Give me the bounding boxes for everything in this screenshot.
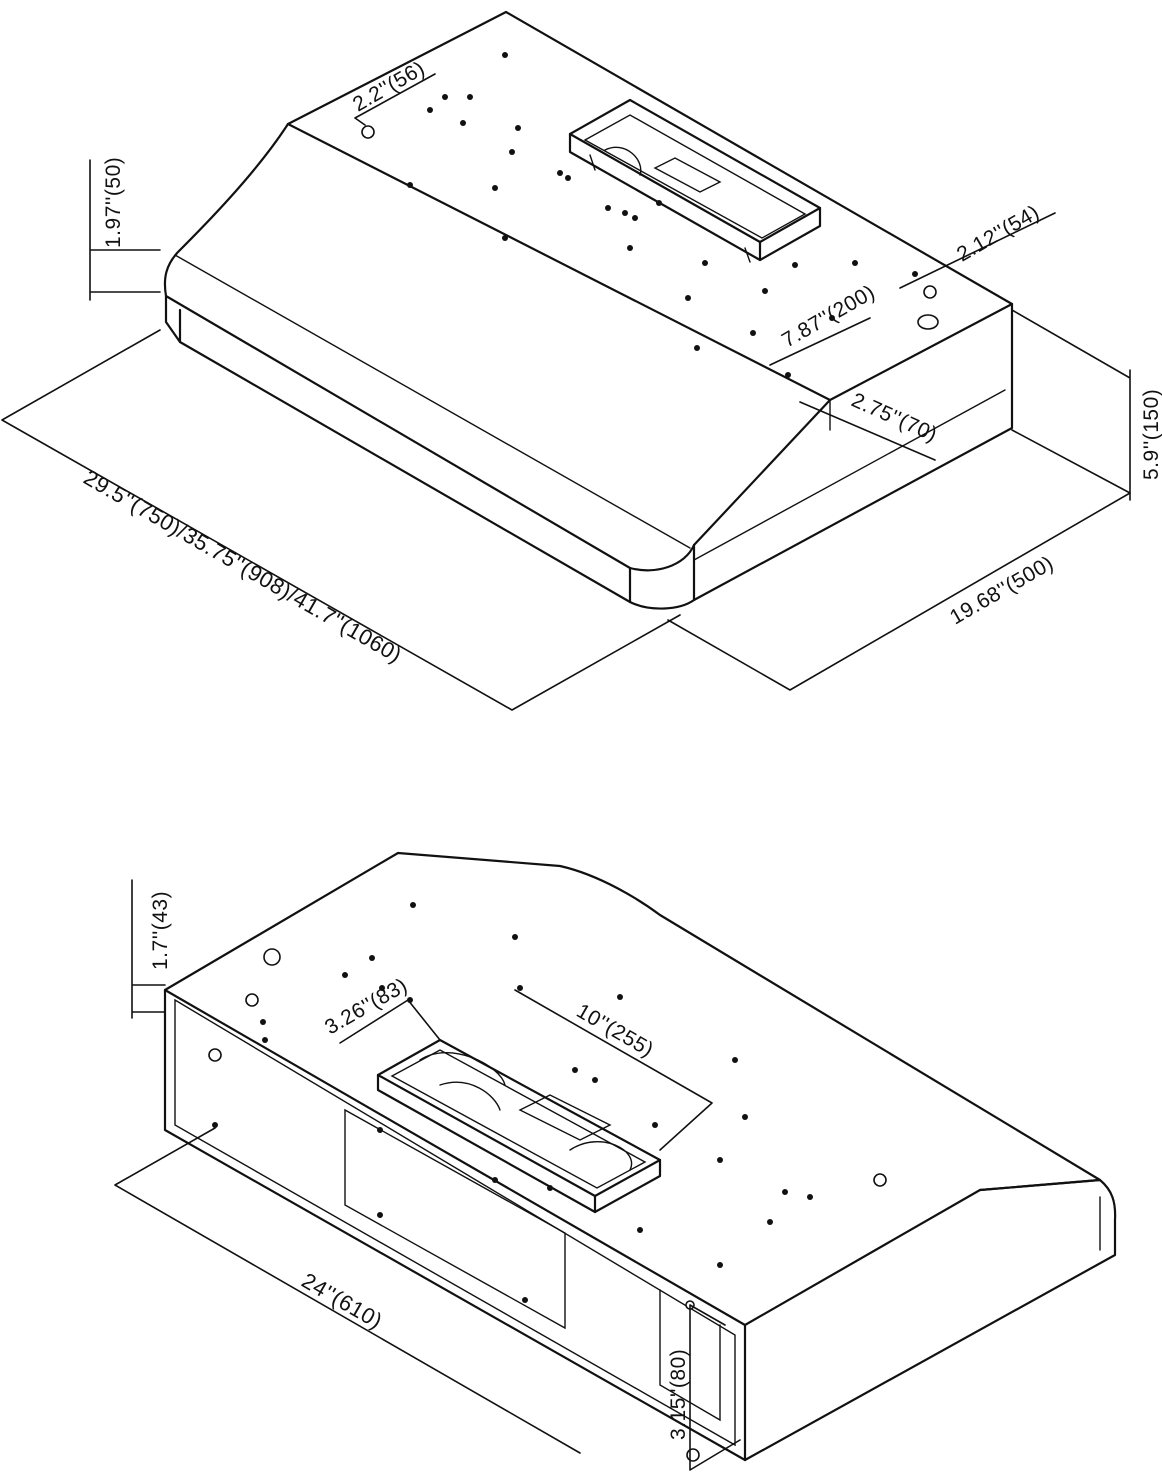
bottom-side-height-label: 3.15''(80) [667,1349,690,1440]
top-view-front-panel [163,122,832,572]
bottom-view-dimension-lines [114,879,741,1471]
bottom-view-duct-collar [376,1038,662,1214]
bottom-view-rear-cover-left [344,1108,566,1330]
top-view-side-crease [693,389,1006,561]
top-height-label: 5.9''(150) [1140,389,1162,480]
top-view-front-skirt [178,308,632,604]
top-side-hole-label: 2.12''(54) [953,201,1044,267]
top-view-holes [361,52,939,378]
top-front-height-label: 1.97''(50) [102,157,125,248]
bottom-view-rear-face [163,988,747,1462]
top-duct-depth-label: 2.75''(70) [848,389,941,447]
top-view-top-panel [286,10,1014,402]
top-view-right-skirt [628,543,696,610]
bottom-view-top-panel [163,851,1102,1327]
top-width-label: 29.5''(750)/35.75''(908)/41.7''(1060) [80,465,407,668]
bottom-front-height-label: 1.7''(43) [149,891,172,970]
top-view-dimension-lines [1,73,1131,711]
bottom-view-holes [208,902,887,1462]
top-duct-offset-label: 7.87''(200) [778,281,879,353]
top-view-duct-collar [568,98,822,263]
top-view-front-crease [174,254,691,549]
bottom-view-front-panel [743,1178,1117,1462]
top-view-drawing [163,10,1014,610]
top-view-labels: 29.5''(750)/35.75''(908)/41.7''(1060) 19… [80,57,1162,668]
bottom-view-drawing [163,851,1117,1462]
top-view-left-end [164,294,182,344]
bottom-width-label: 24''(610) [298,1268,387,1334]
bottom-view-labels: 24''(610) 1.7''(43) 3.26''(83) 10''(255)… [149,891,690,1440]
top-view-side-panel [692,302,1014,602]
